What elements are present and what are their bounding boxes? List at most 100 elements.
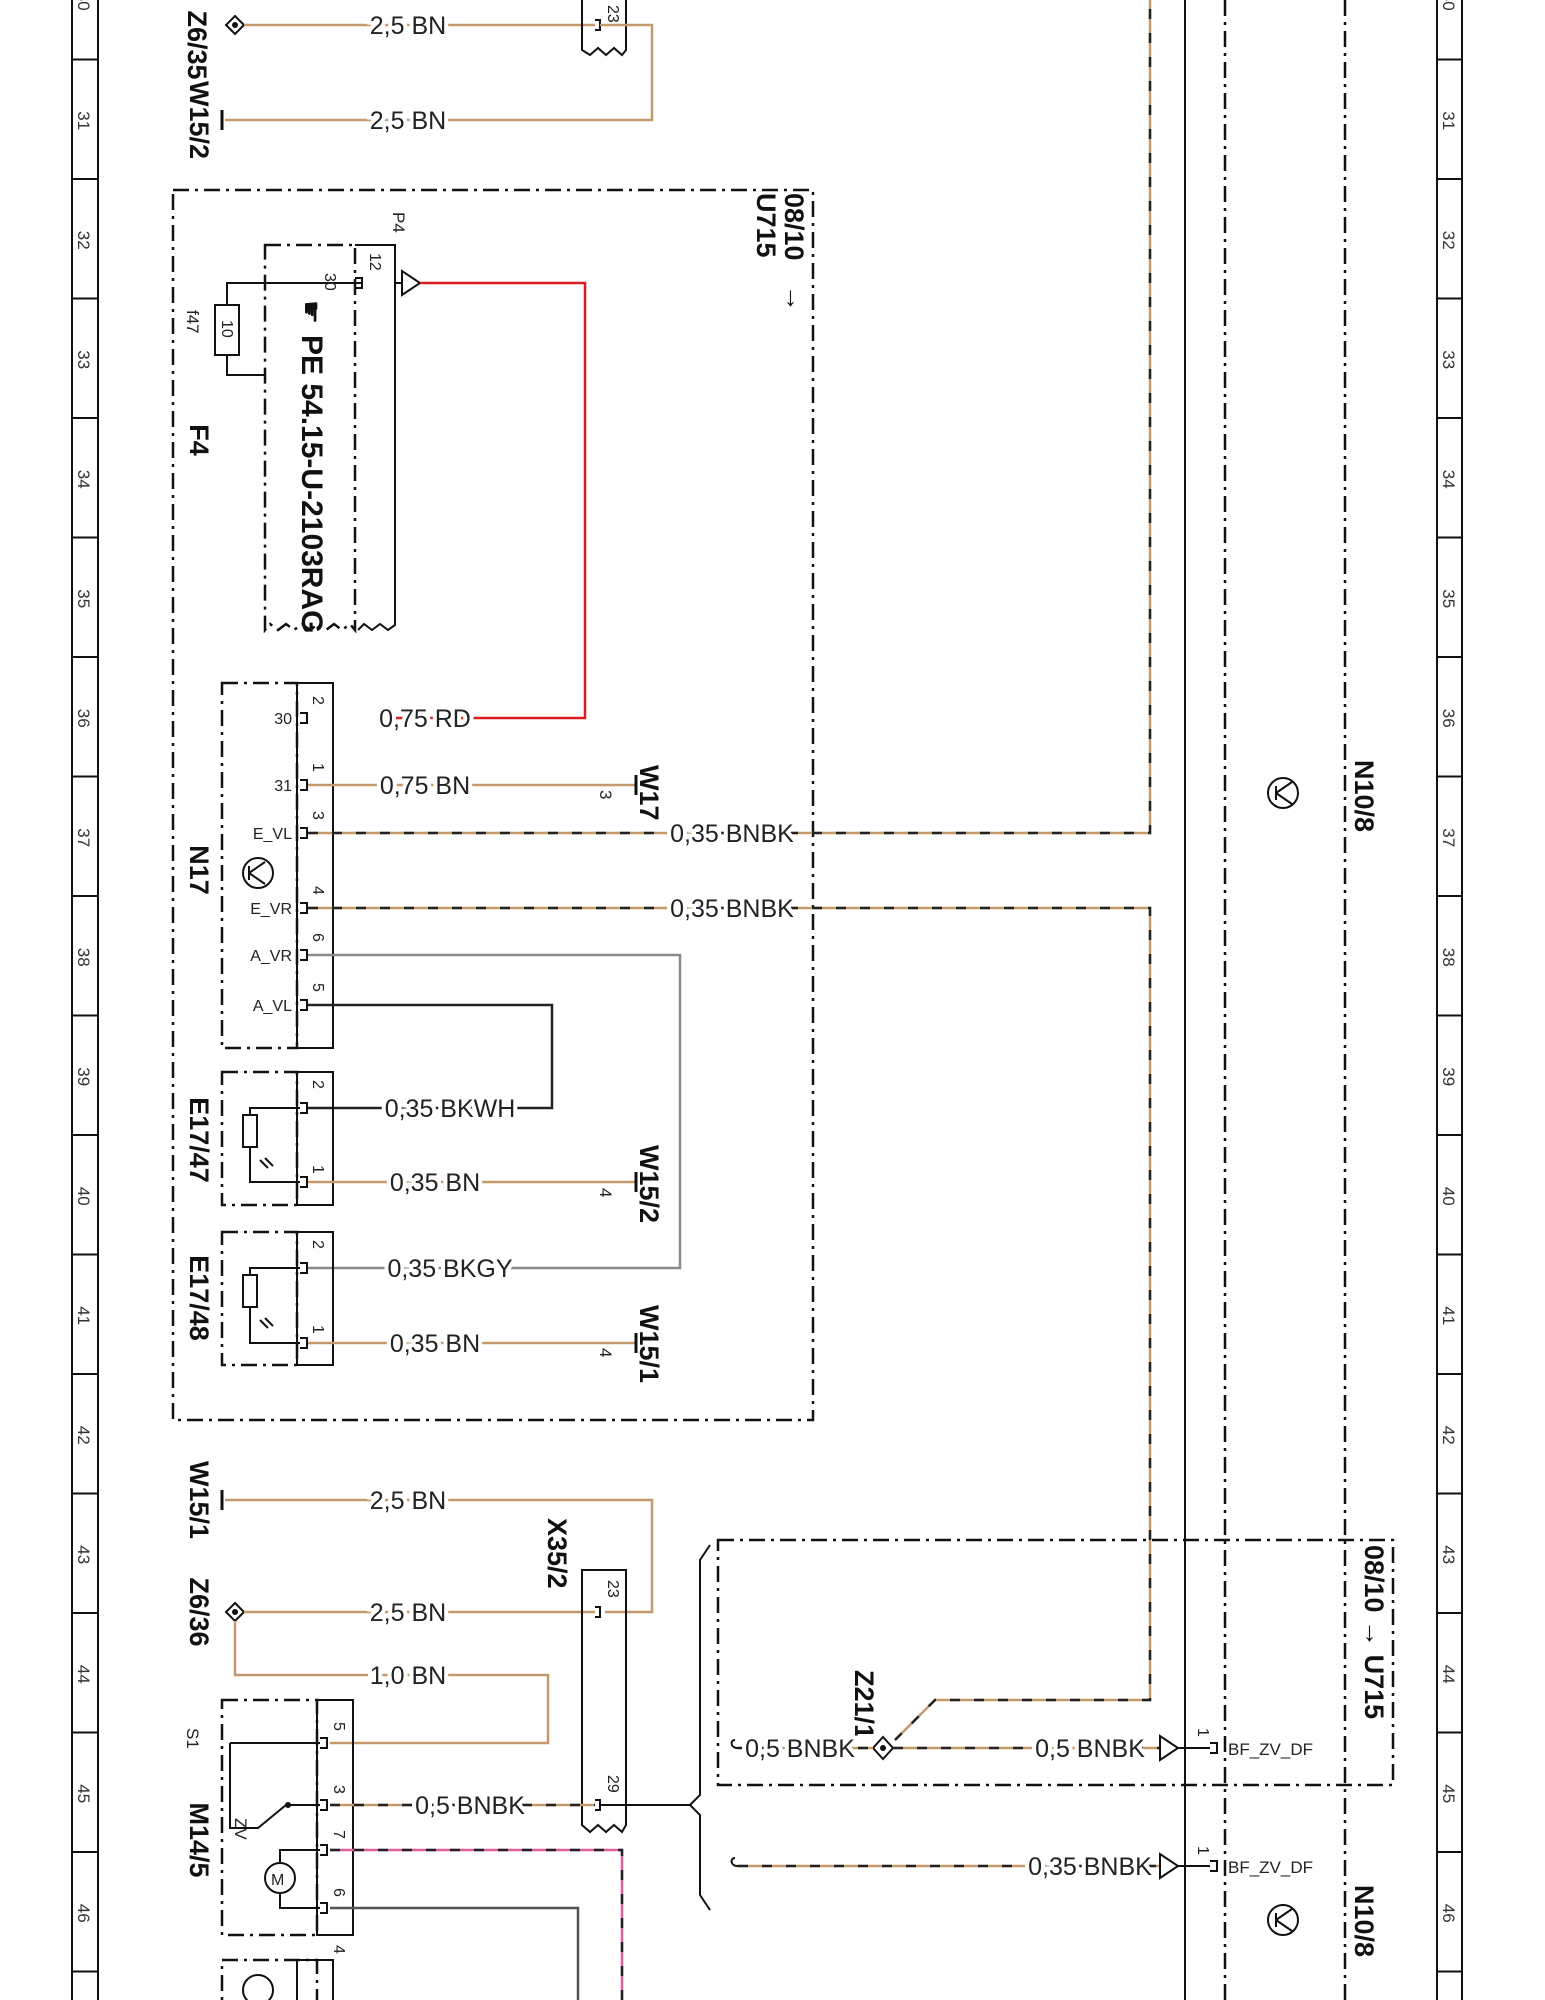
n17-transistor-icon <box>242 857 274 889</box>
wire-label-36-rd: 0,75 RD <box>379 705 471 733</box>
wire-label-39-bkwh: 0,35 BKWH <box>385 1095 516 1123</box>
label-w15-2-b: W15/2 <box>634 1145 664 1223</box>
row-number: 32 <box>1439 231 1458 250</box>
row-number: 42 <box>1439 1426 1458 1445</box>
label-n10-8-b: N10/8 <box>1349 1885 1379 1957</box>
label-z21-1: Z21/1 <box>849 1670 879 1739</box>
n10-8-transistor-icon-a <box>1267 777 1299 809</box>
bottom-transistor-icon <box>242 1974 274 2000</box>
row-number: 33 <box>1439 350 1458 369</box>
pin-m-4: 4 <box>330 1945 347 1954</box>
n17-pin-signal: A_VL <box>253 998 292 1015</box>
fuse-f47-leads <box>226 282 362 376</box>
row-number: 34 <box>1439 470 1458 489</box>
row-number: 33 <box>74 350 93 369</box>
u715-ref2: 08/10 → U715 <box>1359 1545 1389 1719</box>
row-number: 41 <box>1439 1306 1458 1325</box>
e17-47-connector <box>296 1071 334 1206</box>
n17-pin-signal: 30 <box>274 711 292 728</box>
label-f47: f47 <box>183 310 202 334</box>
label-p4: P4 <box>389 212 408 233</box>
e17-47-lamp-icon <box>242 1107 300 1183</box>
wire-red-feed <box>380 281 587 720</box>
pin-p4-12: 12 <box>366 253 383 271</box>
pin-p4-30: 30 <box>321 273 338 291</box>
splice-z21-1 <box>871 1735 895 1761</box>
u715-arrow-icon: → <box>780 285 810 312</box>
row-number: 38 <box>1439 948 1458 967</box>
row-number: 39 <box>1439 1067 1458 1086</box>
row-number: 36 <box>74 709 93 728</box>
pin-x29: 29 <box>604 1775 621 1793</box>
pin-m-6: 6 <box>330 1888 347 1897</box>
pin-m-7: 7 <box>330 1830 347 1839</box>
label-w15-2: W15/2 <box>184 81 214 159</box>
wire-label-37-vr: 0,35 BNBK <box>670 895 794 923</box>
e17-48-box <box>220 1230 299 1367</box>
n17-pin-number: 2 <box>309 696 326 705</box>
e17-47-box <box>220 1070 299 1207</box>
pe-box <box>263 243 357 634</box>
row-number: 43 <box>1439 1545 1458 1564</box>
row-number: 31 <box>74 111 93 130</box>
n17-connector <box>296 682 334 1049</box>
pin-e48-2: 2 <box>309 1240 326 1249</box>
label-e17-47: E17/47 <box>184 1097 214 1183</box>
row-number: 45 <box>1439 1784 1458 1803</box>
row-number: 38 <box>74 948 93 967</box>
wire-42-bn <box>225 1498 654 1614</box>
wire-label-43: 2,5 BN <box>370 1599 446 1627</box>
grid-rail-right <box>1436 0 1463 2000</box>
pin-e47-1: 1 <box>309 1165 326 1174</box>
m14-5-connector <box>316 1699 354 1936</box>
n17-pin-signal: E_VR <box>250 901 292 918</box>
wire-avl-black <box>308 1003 554 1110</box>
fuse-value: 10 <box>218 320 235 338</box>
wire-30-loop <box>225 23 654 122</box>
label-s1: S1 <box>183 1728 202 1749</box>
p4-arrow-icon <box>401 269 422 297</box>
label-m14-5: M14/5 <box>184 1802 214 1877</box>
pin-w152-4: 4 <box>596 1188 615 1197</box>
label-z6-36: Z6/36 <box>184 1577 214 1646</box>
wire-label-41-bn: 0,35 BN <box>390 1330 480 1358</box>
u715-module-box <box>171 188 815 1422</box>
wire-avr-gray <box>308 953 682 1270</box>
pin-bf-1a: 1 <box>1194 1728 1211 1737</box>
n10-8-transistor-icon-b <box>1267 1904 1299 1936</box>
row-number: 41 <box>74 1306 93 1325</box>
connector-x35-2-top: 23 <box>581 0 627 57</box>
row-number: 30 <box>1439 0 1458 11</box>
row-number: 39 <box>74 1067 93 1086</box>
ground-z6-35 <box>224 14 246 36</box>
bf-signal-a: BF_ZV_DF <box>1228 1740 1313 1759</box>
n17-pin-number: 5 <box>309 983 326 992</box>
wire-gray-46 <box>330 1906 580 2000</box>
row-number: 43 <box>74 1545 93 1564</box>
cable-brace <box>688 1544 711 1911</box>
row-number: 37 <box>1439 828 1458 847</box>
bf-signal-b: BF_ZV_DF <box>1228 1858 1313 1877</box>
m14-5-box <box>220 1698 319 1937</box>
n17-pin-number: 1 <box>309 763 326 772</box>
arrow-45-icon <box>1159 1852 1180 1880</box>
wire-43b-bn <box>233 1621 550 1745</box>
grid-rail-left <box>71 0 99 2000</box>
row-number: 37 <box>74 828 93 847</box>
n17-pin-signal: E_VL <box>253 826 292 843</box>
row-number: 31 <box>1439 111 1458 130</box>
row-number: 45 <box>74 1784 93 1803</box>
wire-label-42: 2,5 BN <box>370 1487 446 1515</box>
u715-ref: 08/10 <box>779 193 809 261</box>
pin-e48-1: 1 <box>309 1325 326 1334</box>
wire-label-43b: 1,0 BN <box>370 1662 446 1690</box>
e17-48-connector <box>296 1231 334 1366</box>
n17-pin-signal: 31 <box>274 778 292 795</box>
fuse-f47-body <box>214 304 240 356</box>
row-number: 40 <box>1439 1187 1458 1206</box>
label-n10-8-a: N10/8 <box>1349 760 1379 832</box>
label-z6-35: Z6/35 <box>182 10 212 79</box>
svg-text:23: 23 <box>604 5 621 23</box>
label-w15-1: W15/1 <box>184 1461 214 1539</box>
